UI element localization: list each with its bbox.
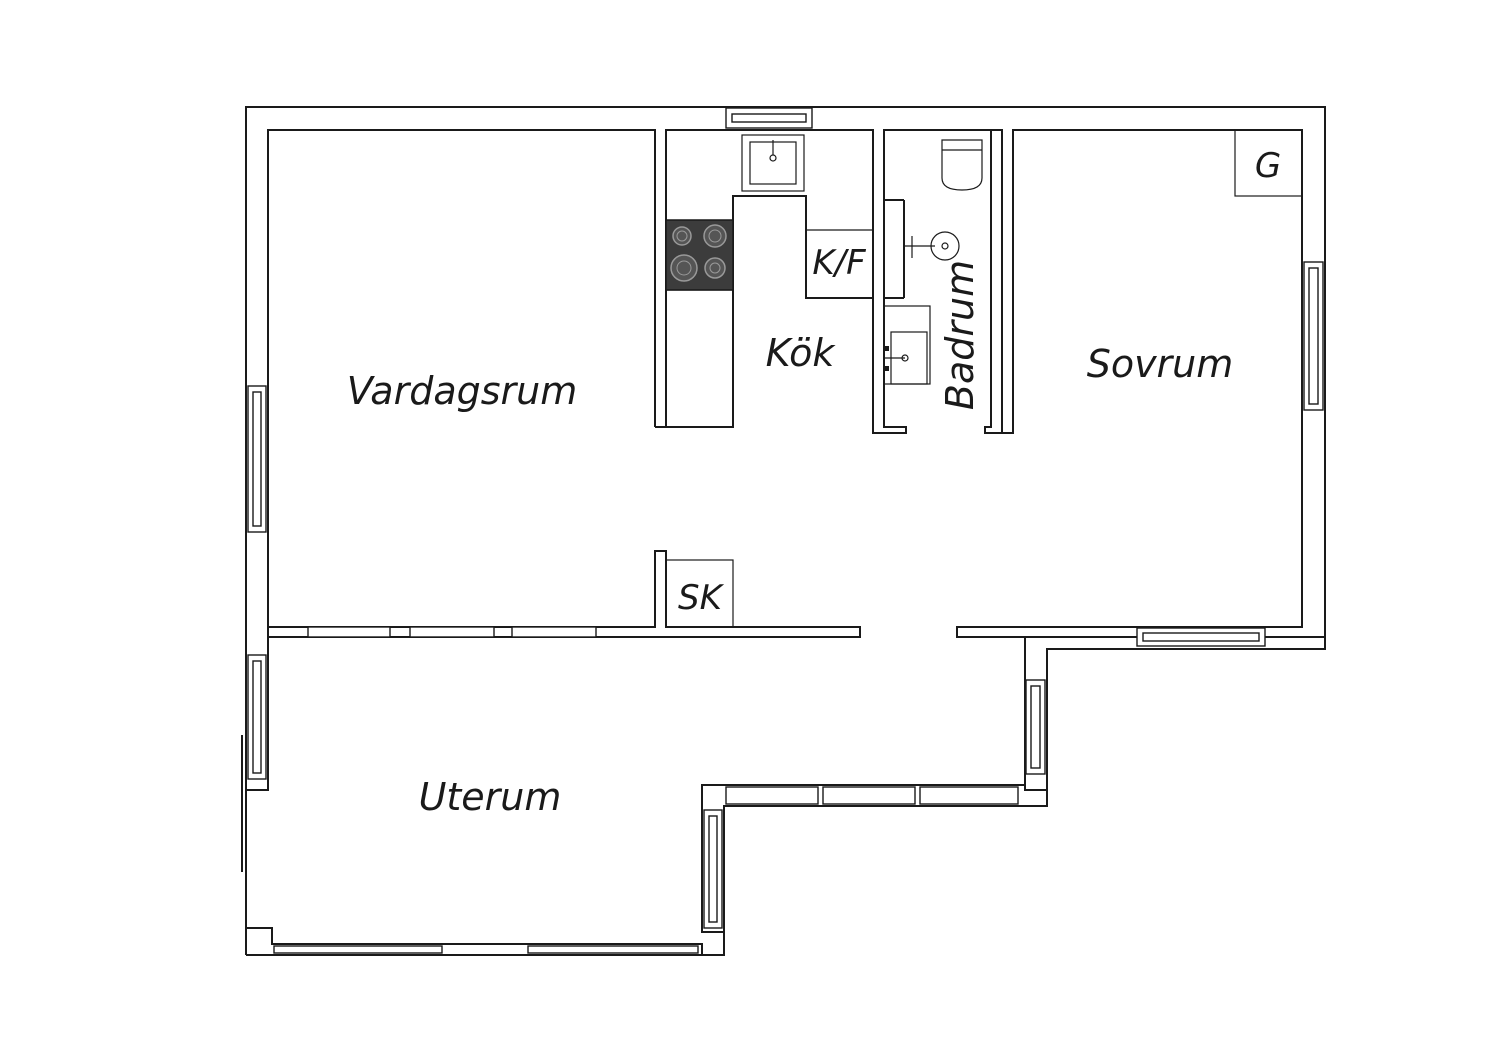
bedroom-walls [956, 129, 1325, 791]
room-label-bedroom: Sovrum [1087, 342, 1234, 386]
room-label-kitchen: Kök [766, 331, 837, 375]
bathroom [883, 139, 983, 385]
windows [247, 107, 1324, 954]
sunroom-walls [241, 637, 1025, 955]
kitchen [665, 129, 1003, 434]
toilet-icon [941, 139, 983, 191]
wardrobe-box [1234, 129, 1303, 197]
basin-icon [883, 305, 931, 385]
kitchen-sink-icon [741, 134, 805, 192]
wardrobe-label: G [1255, 146, 1281, 186]
stove-icon [665, 219, 734, 291]
closet-label: SK [678, 578, 725, 618]
room-label-living: Vardagsrum [347, 369, 578, 413]
living-room-walls [267, 130, 861, 638]
room-label-sunroom: Uterum [419, 775, 562, 819]
room-label-bathroom: Badrum [938, 260, 982, 410]
outer-walls [245, 106, 1326, 956]
shower-icon [904, 231, 960, 261]
fridge-label: K/F [812, 243, 866, 283]
closet-box [665, 559, 734, 628]
